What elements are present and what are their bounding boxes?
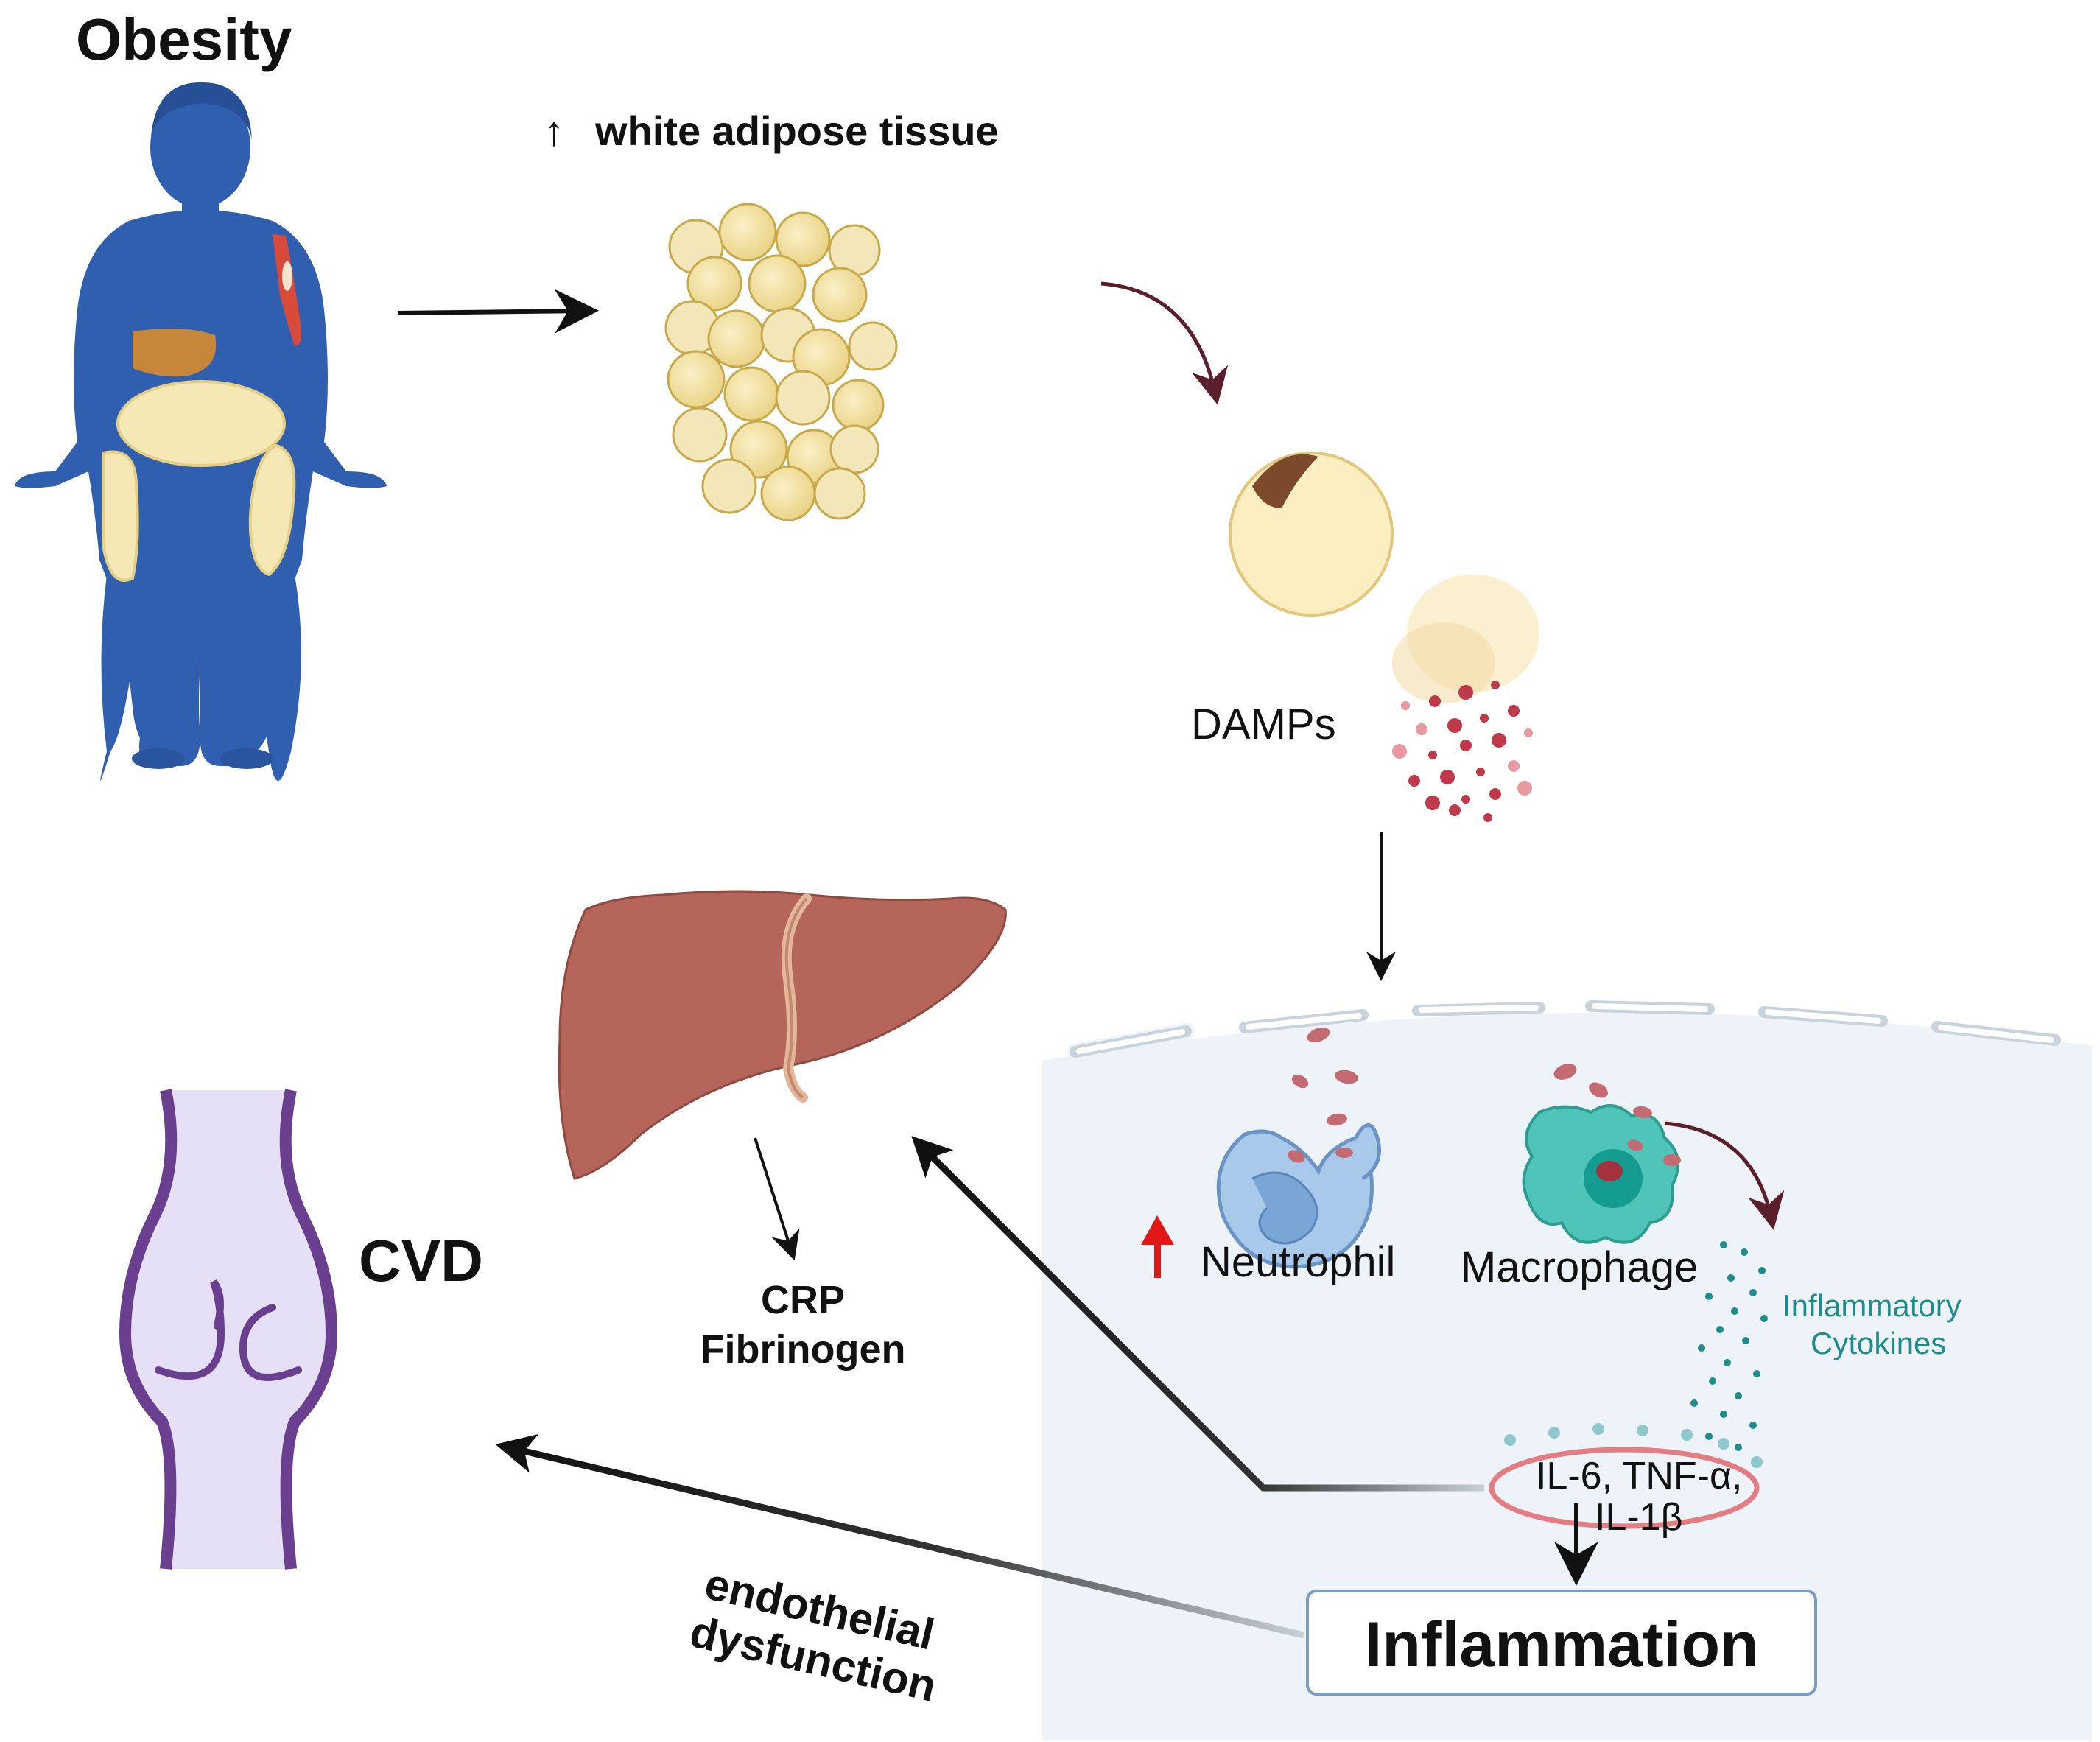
- arrow-liver-to-crp: [754, 1137, 800, 1261]
- engulfed-particle: [1288, 1150, 1305, 1163]
- cytokine-dot: [1548, 1427, 1560, 1439]
- cytokine-dot: [1718, 1438, 1729, 1450]
- engulfed-particle: [1633, 1106, 1652, 1119]
- damp-particle: [1429, 695, 1441, 707]
- damp-particle: [1476, 768, 1485, 776]
- engulfed-particle: [1589, 1082, 1608, 1098]
- il-label-line1: IL-6, TNF-α,: [1536, 1455, 1743, 1497]
- neutrophil-label: Neutrophil: [1201, 1238, 1396, 1286]
- cytokine-dot: [1727, 1274, 1735, 1282]
- arrow-obesity-to-adipose: [397, 289, 599, 334]
- il-label-line2: IL-1β: [1595, 1496, 1683, 1539]
- cvd-label: CVD: [359, 1228, 483, 1293]
- adipose-tissue-cluster: [664, 203, 898, 521]
- damp-particle: [1428, 751, 1437, 759]
- cytokine-dot: [1709, 1377, 1716, 1385]
- obesity-title: Obesity: [76, 7, 292, 72]
- macrophage-cell: [1522, 1104, 1679, 1244]
- cytokine-dot: [1698, 1344, 1705, 1352]
- damp-particle: [1461, 795, 1470, 804]
- engulfed-particle: [1663, 1154, 1681, 1166]
- adipose-label: white adipose tissue: [595, 108, 999, 154]
- arrow-cytokines-to-liver: [911, 1136, 1484, 1492]
- damp-particle: [1524, 728, 1533, 737]
- cytokine-dot: [1705, 1433, 1713, 1440]
- engulfed-particle: [1335, 1070, 1358, 1084]
- engulfed-particle: [1291, 1074, 1309, 1089]
- damp-particle: [1447, 718, 1462, 733]
- cytokine-dot: [1741, 1248, 1748, 1256]
- damp-particle: [1425, 796, 1440, 810]
- cytokine-dot: [1681, 1429, 1693, 1441]
- cytokine-dot: [1504, 1434, 1516, 1446]
- damp-particle: [1449, 804, 1461, 816]
- adipose-up-arrow: ↑: [544, 108, 564, 154]
- damp-particle: [1416, 723, 1427, 735]
- damp-particle: [1480, 714, 1489, 723]
- cytokine-dot: [1753, 1370, 1760, 1377]
- engulfed-particle: [1553, 1064, 1577, 1080]
- engulfed-particle: [1627, 1139, 1643, 1151]
- inflammation-box: [1306, 1590, 1817, 1696]
- cytokine-dot: [1720, 1241, 1727, 1248]
- damp-particle: [1508, 705, 1520, 717]
- inflammation-label: Inflammation: [1364, 1609, 1759, 1680]
- damp-particle: [1408, 775, 1420, 787]
- bursting-adipocyte: [1229, 452, 1539, 703]
- cytokine-dot: [1592, 1423, 1604, 1435]
- cytokines-label-line2: Cytokines: [1811, 1326, 1947, 1360]
- engulfed-particle: [1327, 1113, 1347, 1126]
- obese-person-figure: [15, 82, 387, 781]
- cytokine-dot: [1749, 1422, 1757, 1429]
- cytokine-dot: [1735, 1444, 1742, 1451]
- engulfed-particle: [1307, 1027, 1330, 1043]
- cytokine-dot: [1749, 1289, 1757, 1296]
- damp-particle: [1483, 813, 1492, 822]
- fibrinogen-label: Fibrinogen: [700, 1327, 906, 1372]
- cytokine-dot: [1760, 1315, 1768, 1322]
- damp-particle: [1492, 733, 1506, 748]
- blood-vessel: [119, 1089, 338, 1570]
- cytokine-dot: [1731, 1307, 1738, 1315]
- engulfed-particles: [1288, 1027, 1681, 1166]
- damp-particle: [1489, 788, 1501, 800]
- liver: [558, 890, 1007, 1180]
- damp-particle: [1458, 685, 1473, 700]
- arrow-adipose-to-damps: [1100, 281, 1229, 405]
- cytokine-dot: [1751, 1456, 1763, 1468]
- cytokine-dot: [1735, 1392, 1742, 1399]
- cytokine-ring: [1489, 1447, 1760, 1529]
- damp-particle: [1517, 781, 1532, 796]
- damp-particles: [1392, 681, 1533, 822]
- cytokine-dot: [1742, 1337, 1749, 1344]
- damp-particle: [1440, 770, 1455, 784]
- cytokine-dot: [1637, 1425, 1648, 1436]
- cytokine-dot: [1724, 1359, 1731, 1366]
- cytokine-dot: [1705, 1293, 1713, 1300]
- arrow-inflammation-to-cvd: [495, 1433, 1305, 1639]
- engulfed-particle: [1335, 1148, 1353, 1158]
- up-arrow-red-icon: [1141, 1215, 1174, 1278]
- cytokine-dots: [1504, 1241, 1768, 1468]
- cytokine-dot: [1758, 1267, 1766, 1274]
- damp-particle: [1491, 681, 1500, 689]
- damp-particle: [1508, 760, 1520, 772]
- damp-particle: [1401, 701, 1410, 710]
- damps-label: DAMPs: [1191, 700, 1336, 748]
- arrow-macrophage-to-cytokines: [1664, 1121, 1785, 1230]
- neutrophil-cell: [1216, 1123, 1381, 1269]
- crp-label: CRP: [760, 1278, 845, 1322]
- cytokine-dot: [1720, 1411, 1727, 1418]
- cytokine-dot: [1690, 1399, 1698, 1407]
- cytokine-dot: [1716, 1326, 1724, 1333]
- damp-particle: [1460, 740, 1472, 751]
- damp-particle: [1392, 744, 1407, 759]
- macrophage-label: Macrophage: [1461, 1243, 1699, 1291]
- cytokines-label-line1: Inflammatory: [1783, 1288, 1962, 1323]
